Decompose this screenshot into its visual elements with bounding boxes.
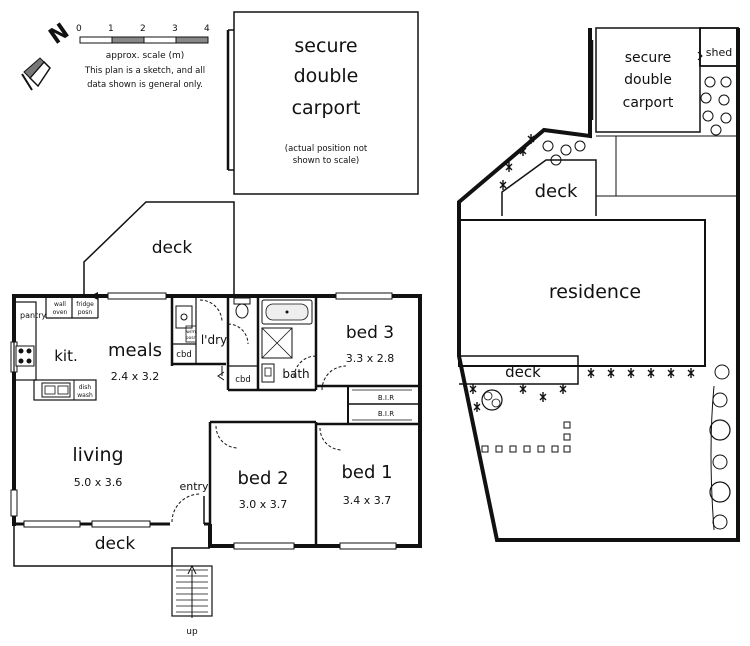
carport-top-line-3: carport	[292, 97, 361, 119]
scale-caption-3: data shown is general only.	[87, 80, 203, 90]
vanity-icon	[261, 363, 275, 383]
carport-detached: secure double carport (actual position n…	[226, 11, 419, 195]
scale-tick-2: 2	[140, 24, 146, 34]
kitchen-label: kit.	[54, 347, 78, 365]
site-deck-top-label: deck	[535, 181, 578, 202]
bathtub-icon	[261, 299, 313, 325]
bed1-label: bed 1	[341, 462, 392, 483]
fridge-line-2: posn	[78, 309, 93, 316]
site-carport-line-2: double	[624, 72, 672, 88]
bed1-size: 3.4 x 3.7	[343, 494, 392, 507]
scale-caption-2: This plan is a sketch, and all	[84, 66, 205, 76]
bed3-label: bed 3	[346, 323, 394, 343]
meals-size: 2.4 x 3.2	[111, 370, 160, 383]
shed-label: shed	[706, 46, 732, 59]
garden-bed-top-icon	[499, 134, 586, 190]
washing-machine-line-2: posn	[186, 336, 197, 341]
site-carport-line-1: secure	[625, 50, 672, 66]
scale-caption-1: approx. scale (m)	[106, 51, 185, 61]
deck-top-label: deck	[152, 238, 193, 258]
carport-note-line-1: (actual position not	[285, 144, 368, 154]
bir-top-label: B.I.R	[378, 394, 394, 402]
north-letter: N	[45, 19, 74, 50]
wall-oven-line-1: wall	[54, 301, 66, 308]
scale-tick-0: 0	[76, 24, 82, 34]
residence-label: residence	[549, 281, 641, 303]
cbd-mid-label: cbd	[235, 375, 250, 385]
entry-label: entry	[179, 480, 209, 493]
sink-icon	[41, 382, 71, 398]
pantry-label: pantry	[20, 311, 46, 320]
laundry-label: l'dry	[201, 333, 227, 347]
garden-bed-row-icon	[469, 368, 695, 412]
dishwasher-line-1: dish	[79, 384, 92, 391]
north-arrow-icon: N	[21, 19, 74, 91]
tree-icon	[481, 389, 503, 411]
scale-tick-1: 1	[108, 24, 114, 34]
siteplan: secure double carport shed deck	[457, 27, 740, 542]
shrub-cluster-icon	[700, 76, 732, 136]
carport-top-line-2: double	[294, 65, 359, 87]
carport-note-line-2: shown to scale)	[293, 156, 360, 166]
stairs	[171, 564, 213, 618]
cbd-left-label: cbd	[176, 350, 191, 360]
cooktop-icon	[15, 345, 35, 367]
bath-label: bath	[282, 367, 309, 381]
scale-tick-3: 3	[172, 24, 178, 34]
stepping-stones	[481, 421, 571, 453]
scale-bar: 0 1 2 3 4 approx. scale (m) This plan is…	[76, 24, 210, 90]
stairs-up-label: up	[186, 627, 198, 637]
site-carport-line-3: carport	[623, 95, 674, 111]
bed3-size: 3.3 x 2.8	[346, 352, 395, 365]
bir-bottom-label: B.I.R	[378, 410, 394, 418]
bed2-label: bed 2	[237, 468, 288, 489]
side-shrubs-icon	[709, 364, 731, 530]
floorplan: deck pantry wall oven fridge posn	[10, 201, 422, 637]
carport-top-line-1: secure	[294, 35, 357, 57]
site-deck-bottom-label: deck	[505, 363, 541, 381]
living-label: living	[72, 444, 123, 466]
toilet-icon	[233, 297, 251, 319]
fridge-line-1: fridge	[76, 301, 94, 308]
shower-icon	[261, 327, 293, 359]
wall-oven-line-2: oven	[53, 309, 68, 316]
living-size: 5.0 x 3.6	[74, 476, 123, 489]
meals-label: meals	[108, 340, 162, 361]
bed2-size: 3.0 x 3.7	[239, 498, 288, 511]
washing-machine-line-1: w/m	[186, 329, 196, 335]
scale-tick-4: 4	[204, 24, 210, 34]
dishwasher-line-2: wash	[77, 392, 93, 399]
deck-bottom-label: deck	[95, 534, 136, 554]
